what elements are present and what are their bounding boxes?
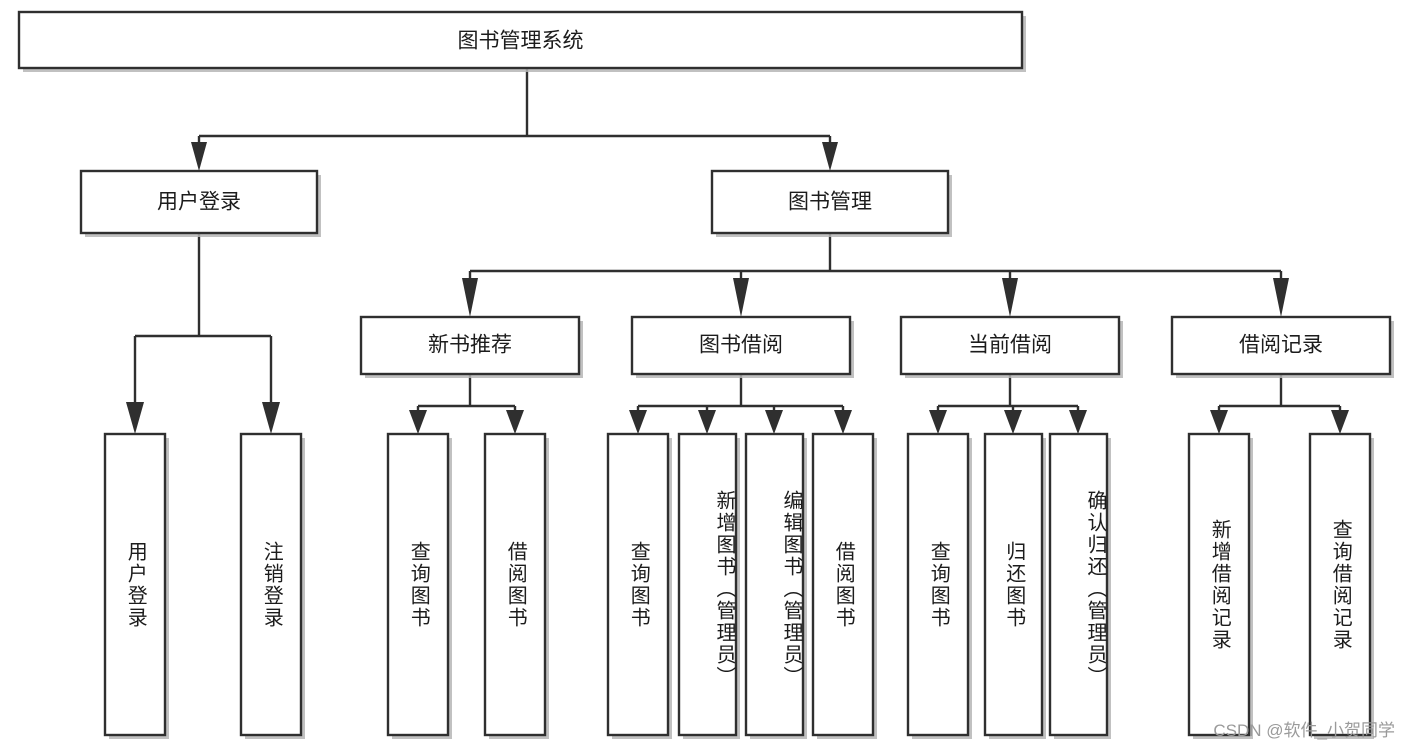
arrow-head-to-book-borrow <box>733 278 749 317</box>
leaf-rect-4[interactable] <box>606 432 670 737</box>
node-book-manage[interactable]: 图书管理 <box>710 169 952 237</box>
arrow-head-to-book-manage <box>822 142 838 171</box>
node-book-borrow-rect <box>630 315 852 376</box>
leaf-rect-group <box>103 432 1374 739</box>
leaf-rect-10[interactable] <box>1048 432 1109 737</box>
arrow-head-leaf-current-return <box>1004 410 1022 434</box>
arrow-head-leaf-logout <box>262 402 280 434</box>
node-root-label: 图书管理系统 <box>458 30 584 53</box>
arrow-head-to-current-borrow <box>1002 278 1018 317</box>
edge-group-bookborrow-to-leaves <box>629 374 852 434</box>
node-root-system[interactable]: 图书管理系统 <box>17 10 1026 72</box>
arrow-head-leaf-newbook-query <box>409 410 427 434</box>
leaf-rect-2[interactable] <box>386 432 450 737</box>
leaf-rect-12[interactable] <box>1308 432 1372 737</box>
edge-group-bookmanage-to-level3 <box>462 233 1289 317</box>
arrow-head-leaf-newbook-borrow <box>506 410 524 434</box>
node-book-manage-label: 图书管理 <box>788 191 872 214</box>
node-borrow-record-label: 借阅记录 <box>1239 334 1323 357</box>
arrow-head-leaf-current-query <box>929 410 947 434</box>
node-user-login-rect <box>79 169 319 235</box>
node-new-book-recommend-rect <box>359 315 581 376</box>
arrow-head-leaf-current-confirm <box>1069 410 1087 434</box>
arrow-head-leaf-user-login <box>126 402 144 434</box>
arrow-head-leaf-borrow-query <box>629 410 647 434</box>
leaf-rect-8[interactable] <box>906 432 970 737</box>
node-book-manage-rect <box>710 169 950 235</box>
arrow-head-to-user-login <box>191 142 207 171</box>
edge-group-currentborrow-to-leaves <box>929 374 1087 434</box>
leaf-rect-11[interactable] <box>1187 432 1251 737</box>
node-book-borrow[interactable]: 图书借阅 <box>630 315 854 378</box>
leaf-rect-6[interactable] <box>744 432 805 737</box>
arrow-head-leaf-record-query <box>1331 410 1349 434</box>
arrow-head-to-new-book <box>462 278 478 317</box>
node-user-login[interactable]: 用户登录 <box>79 169 321 237</box>
node-book-borrow-label: 图书借阅 <box>699 334 783 357</box>
leaf-rect-0[interactable] <box>103 432 167 737</box>
leaf-rect-7[interactable] <box>811 432 875 737</box>
leaf-rect-3[interactable] <box>483 432 547 737</box>
node-user-login-label: 用户登录 <box>157 191 241 214</box>
leaf-rect-9[interactable] <box>983 432 1044 737</box>
node-new-book-recommend[interactable]: 新书推荐 <box>359 315 583 378</box>
node-borrow-record-rect <box>1170 315 1392 376</box>
node-current-borrow-rect <box>899 315 1121 376</box>
node-new-book-recommend-label: 新书推荐 <box>428 334 512 357</box>
node-borrow-record[interactable]: 借阅记录 <box>1170 315 1394 378</box>
arrow-head-leaf-record-add <box>1210 410 1228 434</box>
edge-group-borrowrecord-to-leaves <box>1210 374 1349 434</box>
csdn-watermark: CSDN @软件_小贺同学 <box>1213 721 1395 740</box>
arrow-head-leaf-borrow-borrow <box>834 410 852 434</box>
leaf-rect-5[interactable] <box>677 432 738 737</box>
arrow-head-to-borrow-record <box>1273 278 1289 317</box>
edge-group-userlogin-to-leaves <box>126 233 280 434</box>
leaf-rect-1[interactable] <box>239 432 303 737</box>
edge-group-newbook-to-leaves <box>409 374 524 434</box>
arrow-head-leaf-borrow-add <box>698 410 716 434</box>
edge-group-root-to-level2 <box>191 68 838 171</box>
node-current-borrow[interactable]: 当前借阅 <box>899 315 1123 378</box>
node-current-borrow-label: 当前借阅 <box>968 334 1052 357</box>
arrow-head-leaf-borrow-edit <box>765 410 783 434</box>
node-root-rect <box>17 10 1024 70</box>
